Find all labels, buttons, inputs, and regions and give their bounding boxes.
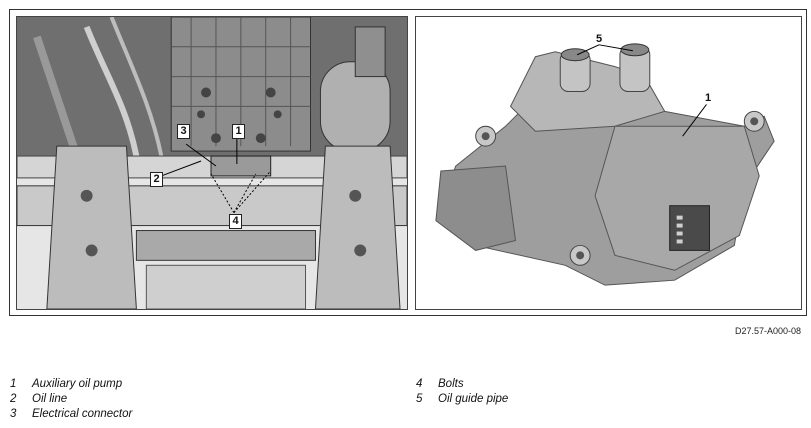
legend-text: Electrical connector: [32, 408, 133, 420]
callout-pump-1: 1: [705, 92, 712, 104]
legend-number: 3: [10, 408, 17, 420]
legend-left: 1 Auxiliary oil pump 2 Oil line 3 Electr…: [10, 377, 132, 422]
legend-item: 1 Auxiliary oil pump: [10, 377, 132, 392]
legend-item: 5 Oil guide pipe: [416, 392, 508, 407]
legend-text: Bolts: [438, 378, 464, 390]
legend-item: 2 Oil line: [10, 392, 132, 407]
legend-item: 3 Electrical connector: [10, 407, 132, 422]
callout-photo-1: 1: [232, 124, 245, 139]
oil-pump-illustration: 5 1: [415, 16, 802, 310]
callout-photo-4: 4: [229, 214, 242, 229]
legend-number: 5: [416, 393, 423, 405]
callout-pump-5: 5: [596, 33, 603, 45]
legend-right: 4 Bolts 5 Oil guide pipe: [416, 377, 508, 407]
legend-number: 1: [10, 378, 17, 390]
vehicle-underside-photo: 1 3 2 4: [16, 16, 408, 310]
legend-text: Oil guide pipe: [438, 393, 509, 405]
legend-number: 4: [416, 378, 423, 390]
legend-number: 2: [10, 393, 17, 405]
legend-text: Auxiliary oil pump: [32, 378, 123, 390]
callout-photo-3: 3: [177, 124, 190, 139]
legend-item: 4 Bolts: [416, 377, 508, 392]
figure-frame: 1 3 2 4: [9, 9, 807, 316]
callout-photo-2: 2: [150, 172, 163, 187]
document-id: D27.57-A000-08: [734, 326, 801, 336]
legend-text: Oil line: [32, 393, 68, 405]
underside-illustration: [17, 17, 407, 309]
pump-drawing: [416, 17, 801, 309]
